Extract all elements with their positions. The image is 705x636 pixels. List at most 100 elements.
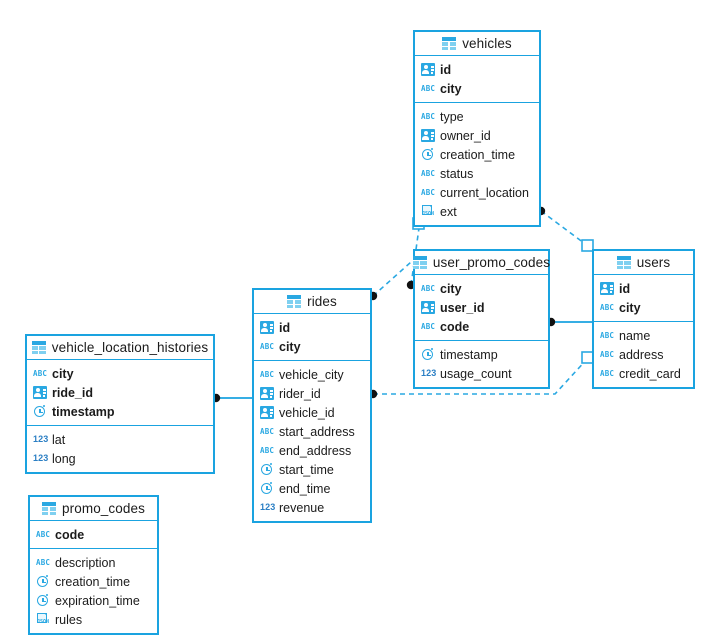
table-header-rides[interactable]: rides	[254, 290, 370, 314]
field-label: id	[440, 62, 452, 77]
field-label: user_id	[440, 300, 485, 315]
field-label: rules	[55, 612, 83, 627]
field-row-vehicle_location_histories-ride_id[interactable]: ride_id	[27, 383, 213, 402]
table-header-user_promo_codes[interactable]: user_promo_codes	[412, 251, 550, 275]
field-label: address	[619, 347, 664, 362]
clock-icon	[421, 148, 435, 161]
field-label: status	[440, 166, 474, 181]
num-icon: 123	[33, 434, 49, 444]
abc-icon: ABC	[421, 84, 436, 93]
field-label: ext	[440, 204, 457, 219]
field-row-vehicles-creation_time[interactable]: creation_time	[415, 145, 539, 164]
field-label: city	[440, 81, 462, 96]
field-row-rides-vehicle_id[interactable]: vehicle_id	[254, 403, 370, 422]
field-row-vehicles-id[interactable]: id	[415, 60, 539, 79]
field-label: city	[52, 366, 74, 381]
abc-icon: ABC	[260, 342, 275, 351]
field-label: code	[55, 527, 85, 542]
table-name: vehicle_location_histories	[51, 340, 209, 355]
field-row-vehicles-ext[interactable]: JSON ext	[415, 202, 539, 221]
num-icon: 123	[421, 368, 437, 378]
field-row-rides-start_time[interactable]: start_time	[254, 460, 370, 479]
field-label: code	[440, 319, 470, 334]
table-icon	[31, 341, 46, 354]
field-label: long	[52, 451, 76, 466]
abc-icon: ABC	[421, 169, 436, 178]
field-label: id	[619, 281, 631, 296]
abc-icon: ABC	[33, 369, 48, 378]
field-row-vehicle_location_histories-city[interactable]: ABC city	[27, 364, 213, 383]
field-label: timestamp	[52, 404, 115, 419]
table-header-users[interactable]: users	[594, 251, 693, 275]
abc-icon: ABC	[260, 446, 275, 455]
field-label: creation_time	[440, 147, 516, 162]
idcard-icon	[600, 282, 614, 295]
field-label: end_time	[279, 481, 331, 496]
field-row-rides-rider_id[interactable]: rider_id	[254, 384, 370, 403]
edge-vehicle-location-histories-to-rides	[211, 393, 253, 403]
clock-icon	[36, 594, 50, 607]
field-row-promo_codes-expiration_time[interactable]: expiration_time	[30, 591, 157, 610]
clock-icon	[421, 348, 435, 361]
field-row-promo_codes-creation_time[interactable]: creation_time	[30, 572, 157, 591]
json-icon: JSON	[421, 205, 435, 218]
field-row-users-id[interactable]: id	[594, 279, 693, 298]
clock-icon	[260, 482, 274, 495]
field-row-rides-end_address[interactable]: ABC end_address	[254, 441, 370, 460]
field-label: lat	[52, 432, 66, 447]
field-row-vehicle_location_histories-timestamp[interactable]: timestamp	[27, 402, 213, 421]
table-icon	[442, 37, 457, 50]
field-row-user_promo_codes-user_id[interactable]: user_id	[415, 298, 548, 317]
table-header-vehicle_location_histories[interactable]: vehicle_location_histories	[27, 336, 213, 360]
field-row-rides-id[interactable]: id	[254, 318, 370, 337]
num-icon: 123	[260, 502, 276, 512]
field-label: current_location	[440, 185, 529, 200]
table-header-promo_codes[interactable]: promo_codes	[30, 497, 157, 521]
field-row-vehicles-city[interactable]: ABC city	[415, 79, 539, 98]
field-label: vehicle_id	[279, 405, 335, 420]
field-label: timestamp	[440, 347, 498, 362]
json-icon: JSON	[36, 613, 50, 626]
idcard-icon	[33, 386, 47, 399]
table-header-vehicles[interactable]: vehicles	[415, 32, 539, 56]
field-row-rides-end_time[interactable]: end_time	[254, 479, 370, 498]
abc-icon: ABC	[600, 369, 615, 378]
field-label: end_address	[279, 443, 352, 458]
field-row-vehicles-status[interactable]: ABC status	[415, 164, 539, 183]
field-label: ride_id	[52, 385, 93, 400]
field-label: start_time	[279, 462, 334, 477]
table-icon	[616, 256, 631, 269]
field-row-promo_codes-rules[interactable]: JSON rules	[30, 610, 157, 629]
field-row-vehicles-owner_id[interactable]: owner_id	[415, 126, 539, 145]
field-row-user_promo_codes-timestamp[interactable]: timestamp	[415, 345, 548, 364]
